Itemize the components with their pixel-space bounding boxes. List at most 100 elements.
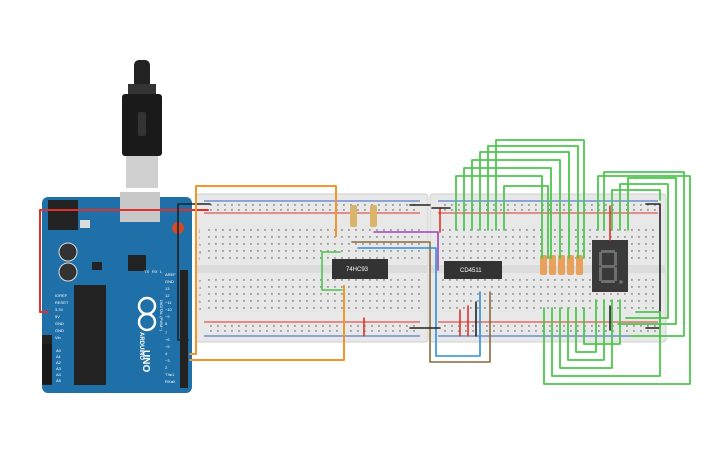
breadboard-hole[interactable] xyxy=(376,300,378,302)
breadboard-hole[interactable] xyxy=(563,330,565,332)
breadboard-hole[interactable] xyxy=(250,286,252,288)
wires[interactable] xyxy=(39,139,691,385)
breadboard-hole[interactable] xyxy=(315,330,317,332)
breadboard-hole[interactable] xyxy=(341,257,343,259)
breadboard-hole[interactable] xyxy=(589,236,591,238)
breadboard-hole[interactable] xyxy=(500,204,502,206)
breadboard-hole[interactable] xyxy=(477,250,479,252)
resistor-5[interactable] xyxy=(558,255,565,275)
breadboard-hole[interactable] xyxy=(624,293,626,295)
breadboard-hole[interactable] xyxy=(362,300,364,302)
breadboard-hole[interactable] xyxy=(444,325,446,327)
breadboard-hole[interactable] xyxy=(385,325,387,327)
breadboard-hole[interactable] xyxy=(526,293,528,295)
breadboard-hole[interactable] xyxy=(215,250,217,252)
breadboard-hole[interactable] xyxy=(208,236,210,238)
wire-green-right-4[interactable] xyxy=(603,171,685,337)
breadboard-hole[interactable] xyxy=(334,307,336,309)
breadboard-hole[interactable] xyxy=(299,300,301,302)
breadboard-hole[interactable] xyxy=(383,257,385,259)
breadboard-hole[interactable] xyxy=(313,250,315,252)
breadboard-hole[interactable] xyxy=(287,209,289,211)
breadboard-hole[interactable] xyxy=(266,330,268,332)
breadboard-hole[interactable] xyxy=(278,286,280,288)
breadboard-hole[interactable] xyxy=(577,330,579,332)
breadboard-hole[interactable] xyxy=(486,204,488,206)
breadboard-hole[interactable] xyxy=(500,325,502,327)
breadboard-hole[interactable] xyxy=(397,279,399,281)
breadboard-hole[interactable] xyxy=(645,229,647,231)
breadboard-hole[interactable] xyxy=(605,325,607,327)
breadboard-hole[interactable] xyxy=(456,250,458,252)
breadboard-hole[interactable] xyxy=(631,279,633,281)
breadboard-hole[interactable] xyxy=(385,209,387,211)
breadboard-hole[interactable] xyxy=(418,236,420,238)
breadboard-hole[interactable] xyxy=(306,257,308,259)
breadboard-hole[interactable] xyxy=(406,330,408,332)
breadboard-hole[interactable] xyxy=(229,257,231,259)
breadboard-hole[interactable] xyxy=(500,330,502,332)
breadboard-hole[interactable] xyxy=(313,300,315,302)
breadboard-hole[interactable] xyxy=(505,300,507,302)
breadboard-hole[interactable] xyxy=(631,307,633,309)
breadboard-hole[interactable] xyxy=(243,250,245,252)
breadboard-hole[interactable] xyxy=(215,293,217,295)
breadboard-hole[interactable] xyxy=(278,243,280,245)
breadboard-hole[interactable] xyxy=(554,307,556,309)
breadboard-hole[interactable] xyxy=(348,300,350,302)
breadboard-hole[interactable] xyxy=(465,204,467,206)
breadboard-hole[interactable] xyxy=(259,330,261,332)
breadboard-hole[interactable] xyxy=(362,307,364,309)
breadboard-hole[interactable] xyxy=(491,307,493,309)
breadboard-hole[interactable] xyxy=(617,307,619,309)
breadboard-hole[interactable] xyxy=(357,204,359,206)
breadboard-hole[interactable] xyxy=(652,307,654,309)
breadboard-hole[interactable] xyxy=(236,229,238,231)
breadboard-hole[interactable] xyxy=(273,204,275,206)
breadboard-hole[interactable] xyxy=(596,236,598,238)
breadboard-hole[interactable] xyxy=(231,330,233,332)
breadboard-hole[interactable] xyxy=(449,236,451,238)
breadboard-hole[interactable] xyxy=(505,279,507,281)
breadboard-hole[interactable] xyxy=(208,286,210,288)
breadboard-hole[interactable] xyxy=(364,209,366,211)
breadboard-hole[interactable] xyxy=(348,250,350,252)
breadboard-hole[interactable] xyxy=(257,279,259,281)
breadboard-hole[interactable] xyxy=(477,293,479,295)
breadboard-hole[interactable] xyxy=(418,257,420,259)
breadboard-hole[interactable] xyxy=(418,229,420,231)
breadboard-hole[interactable] xyxy=(596,307,598,309)
breadboard-hole[interactable] xyxy=(292,257,294,259)
breadboard-hole[interactable] xyxy=(484,236,486,238)
breadboard-hole[interactable] xyxy=(444,204,446,206)
breadboard-hole[interactable] xyxy=(570,204,572,206)
breadboard-hole[interactable] xyxy=(411,250,413,252)
breadboard-hole[interactable] xyxy=(535,209,537,211)
wire-green-top-3[interactable] xyxy=(471,159,561,259)
breadboard-hole[interactable] xyxy=(327,250,329,252)
breadboard-hole[interactable] xyxy=(456,236,458,238)
breadboard-hole[interactable] xyxy=(413,209,415,211)
breadboard-hole[interactable] xyxy=(224,204,226,206)
breadboard-hole[interactable] xyxy=(491,257,493,259)
breadboard-hole[interactable] xyxy=(493,325,495,327)
breadboard-hole[interactable] xyxy=(369,279,371,281)
breadboard-hole[interactable] xyxy=(561,279,563,281)
breadboard-hole[interactable] xyxy=(549,209,551,211)
breadboard-hole[interactable] xyxy=(519,236,521,238)
breadboard-hole[interactable] xyxy=(250,250,252,252)
breadboard-hole[interactable] xyxy=(470,229,472,231)
resistor-3[interactable] xyxy=(540,255,547,275)
breadboard-hole[interactable] xyxy=(257,300,259,302)
breadboard-hole[interactable] xyxy=(229,250,231,252)
breadboard-hole[interactable] xyxy=(280,209,282,211)
breadboard-hole[interactable] xyxy=(376,293,378,295)
breadboard-hole[interactable] xyxy=(257,286,259,288)
breadboard-hole[interactable] xyxy=(243,279,245,281)
breadboard-left[interactable] xyxy=(195,193,429,343)
breadboard-hole[interactable] xyxy=(292,236,294,238)
breadboard-hole[interactable] xyxy=(512,229,514,231)
breadboard-hole[interactable] xyxy=(617,300,619,302)
breadboard-hole[interactable] xyxy=(563,204,565,206)
breadboard-hole[interactable] xyxy=(257,293,259,295)
